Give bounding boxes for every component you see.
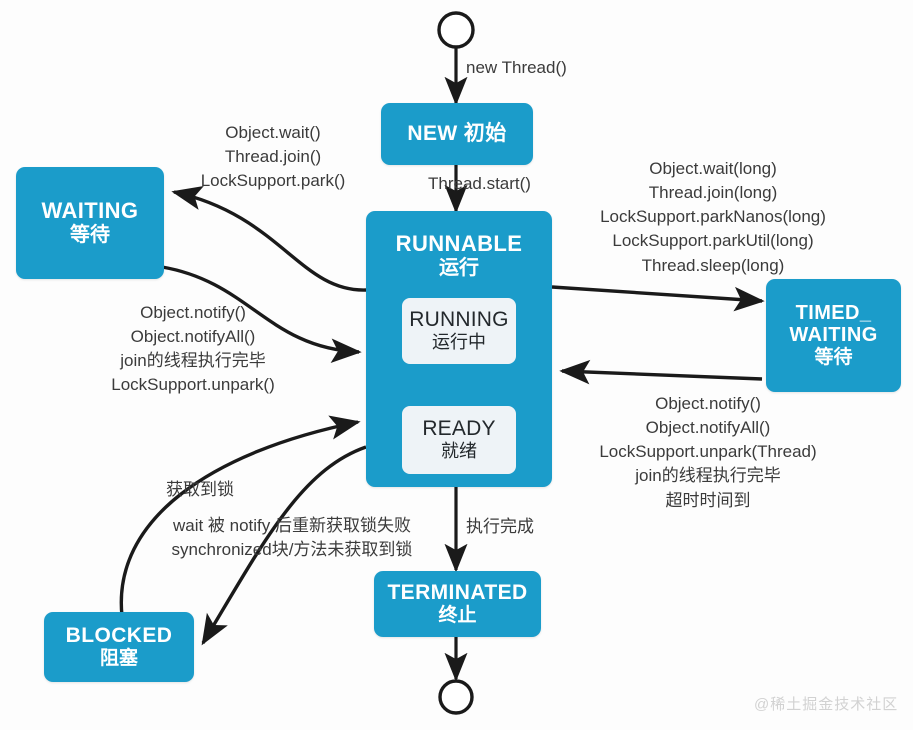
state-timed-waiting-label-line2: WAITING: [789, 324, 878, 347]
state-blocked-label-cn: 阻塞: [99, 647, 138, 669]
edge-runnable-to-timed-waiting: [551, 285, 765, 312]
state-runnable-label-cn: 运行: [439, 256, 479, 279]
state-terminated-label-cn: 终止: [438, 604, 477, 626]
label-waiting-to-runnable: Object.notify() Object.notifyAll() join的…: [111, 303, 275, 395]
state-ready-label-cn: 就绪: [441, 441, 477, 462]
start-node-circle: [437, 11, 475, 49]
watermark: @稀土掘金技术社区: [754, 696, 899, 713]
state-waiting-label-en: WAITING: [41, 197, 139, 223]
label-timed-waiting-to-runnable: Object.notify() Object.notifyAll() LockS…: [599, 394, 817, 510]
state-running[interactable]: RUNNING 运行中: [402, 298, 516, 364]
end-node-circle: [438, 679, 474, 715]
label-runnable-to-terminated: 执行完成: [466, 517, 534, 536]
state-blocked-label-en: BLOCKED: [65, 624, 173, 648]
label-new-to-runnable: Thread.start(): [428, 174, 531, 193]
edge-runnable-to-waiting: [171, 185, 367, 292]
state-running-label-cn: 运行中: [432, 332, 486, 353]
state-waiting-label-cn: 等待: [70, 223, 110, 246]
state-ready-label-en: READY: [422, 417, 496, 441]
label-runnable-to-timed-waiting: Object.wait(long) Thread.join(long) Lock…: [600, 159, 826, 275]
edge-timed-waiting-to-runnable: [559, 359, 763, 385]
state-waiting[interactable]: WAITING 等待: [16, 167, 164, 279]
state-runnable-label-en: RUNNABLE: [395, 231, 523, 256]
label-start-to-new: new Thread(): [466, 58, 567, 77]
state-new[interactable]: NEW 初始: [381, 103, 533, 165]
state-new-label: NEW 初始: [407, 122, 507, 146]
state-terminated[interactable]: TERMINATED 终止: [374, 571, 541, 637]
state-terminated-label-en: TERMINATED: [387, 581, 528, 605]
label-runnable-to-waiting: Object.wait() Thread.join() LockSupport.…: [200, 123, 346, 191]
label-blocked-to-runnable: 获取到锁: [166, 480, 234, 499]
state-ready[interactable]: READY 就绪: [402, 406, 516, 474]
label-runnable-to-blocked: wait 被 notify 后重新获取锁失败 synchronized块/方法未…: [171, 516, 413, 560]
state-running-label-en: RUNNING: [409, 308, 509, 332]
state-timed-waiting-label-cn: 等待: [814, 346, 853, 368]
state-timed-waiting-label-line1: TIMED_: [795, 301, 872, 324]
state-timed-waiting[interactable]: TIMED_ WAITING 等待: [766, 279, 901, 392]
state-blocked[interactable]: BLOCKED 阻塞: [44, 612, 194, 682]
